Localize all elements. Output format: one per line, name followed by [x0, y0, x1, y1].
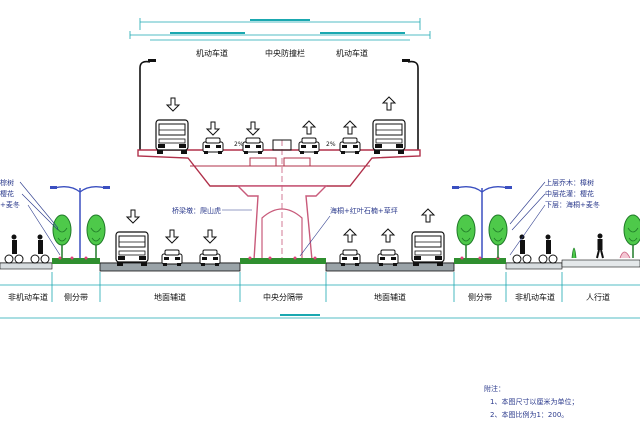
car-icon — [339, 249, 361, 267]
car-icon — [199, 249, 221, 267]
zone-label-left-bike: 非机动车道 — [8, 292, 48, 302]
top-dimension-lines — [129, 18, 431, 41]
zone-label-right-bike: 非机动车道 — [515, 292, 555, 302]
elevated-bridge: 2% 2% — [137, 59, 421, 262]
tree-icon — [456, 214, 476, 259]
bus-icon — [155, 119, 189, 155]
arrow-up-icon — [343, 228, 357, 243]
car-icon — [339, 137, 361, 155]
tree-icon — [86, 214, 106, 259]
arrow-up-icon — [421, 208, 435, 223]
right-plant-label-2: 中层花灌：樱花 — [545, 189, 594, 198]
deck-slope-right: 2% — [326, 141, 336, 148]
bus-icon — [411, 231, 445, 267]
arrow-up-icon — [382, 96, 396, 111]
right-plant-label-3: 下层：海桐+麦冬 — [545, 200, 600, 209]
car-icon — [298, 137, 320, 155]
top-dimension-ticks — [170, 19, 405, 34]
notes-line-2: 2、本图比例为1：200。 — [490, 411, 569, 419]
tree-icon — [52, 214, 72, 259]
cyclist-icon — [30, 234, 50, 264]
deck-lamp-right-icon — [407, 60, 419, 150]
arrow-up-icon — [381, 228, 395, 243]
zone-label-right-ground: 地面辅道 — [374, 292, 406, 302]
cyclist-icon — [512, 234, 532, 264]
left-plant-label-2: 樱花 — [0, 189, 14, 198]
notes-line-1: 1、本图尺寸以厘米为单位； — [490, 398, 579, 406]
deck-center-barrier-label: 中央防撞栏 — [265, 48, 305, 58]
arrow-down-icon — [246, 121, 260, 136]
car-icon — [377, 249, 399, 267]
arrow-down-icon — [165, 229, 179, 244]
zone-label-center-median: 中央分隔带 — [263, 292, 303, 302]
zone-dividers — [0, 272, 640, 319]
zone-label-left-ground: 地面辅道 — [154, 292, 186, 302]
right-plant-label-1: 上层乔木：樟树 — [545, 178, 594, 187]
arrow-down-icon — [126, 209, 140, 224]
pier-plant-label: 桥梁墩：爬山虎 — [172, 206, 221, 215]
car-icon — [242, 137, 264, 155]
deck-slope-left: 2% — [234, 141, 244, 148]
drawing-notes: 附注： 1、本图尺寸以厘米为单位； 2、本图比例为1：200。 — [484, 383, 640, 422]
median-plant-label: 海桐+红叶石楠+草坪 — [330, 206, 398, 215]
bus-icon — [372, 119, 406, 155]
car-icon — [161, 249, 183, 267]
tree-icon — [488, 214, 508, 259]
notes-title: 附注： — [484, 385, 505, 393]
zone-label-left-side-strip: 侧分带 — [64, 292, 88, 302]
plant-annotations: 棕树 樱花 +麦冬 桥梁墩：爬山虎 海桐+红叶石楠+草坪 上层乔木：樟树 中层花… — [0, 178, 600, 257]
arrow-down-icon — [206, 121, 220, 136]
tree-icon — [623, 214, 640, 259]
ground-surface — [0, 256, 640, 272]
zone-labels: 非机动车道 侧分带 地面辅道 中央分隔带 地面辅道 侧分带 非机动车道 人行道 — [8, 292, 610, 302]
deck-motor-lane-left-label: 机动车道 — [196, 48, 228, 58]
left-plant-label-1: 棕树 — [0, 178, 14, 187]
arrow-down-icon — [166, 97, 180, 112]
deck-motor-lane-right-label: 机动车道 — [336, 48, 368, 58]
left-plant-label-3: +麦冬 — [0, 200, 20, 209]
cyclist-icon — [4, 234, 24, 264]
arrow-down-icon — [203, 229, 217, 244]
arrow-up-icon — [343, 120, 357, 135]
zone-label-sidewalk: 人行道 — [586, 292, 610, 302]
bus-icon — [115, 231, 149, 267]
deck-vehicles — [155, 96, 406, 155]
deck-lamp-left-icon — [139, 60, 151, 150]
landscape — [4, 185, 640, 264]
pedestrian-icon — [596, 232, 604, 259]
car-icon — [202, 137, 224, 155]
zone-label-right-side-strip: 侧分带 — [468, 292, 492, 302]
arrow-up-icon — [302, 120, 316, 135]
cyclist-icon — [538, 234, 558, 264]
